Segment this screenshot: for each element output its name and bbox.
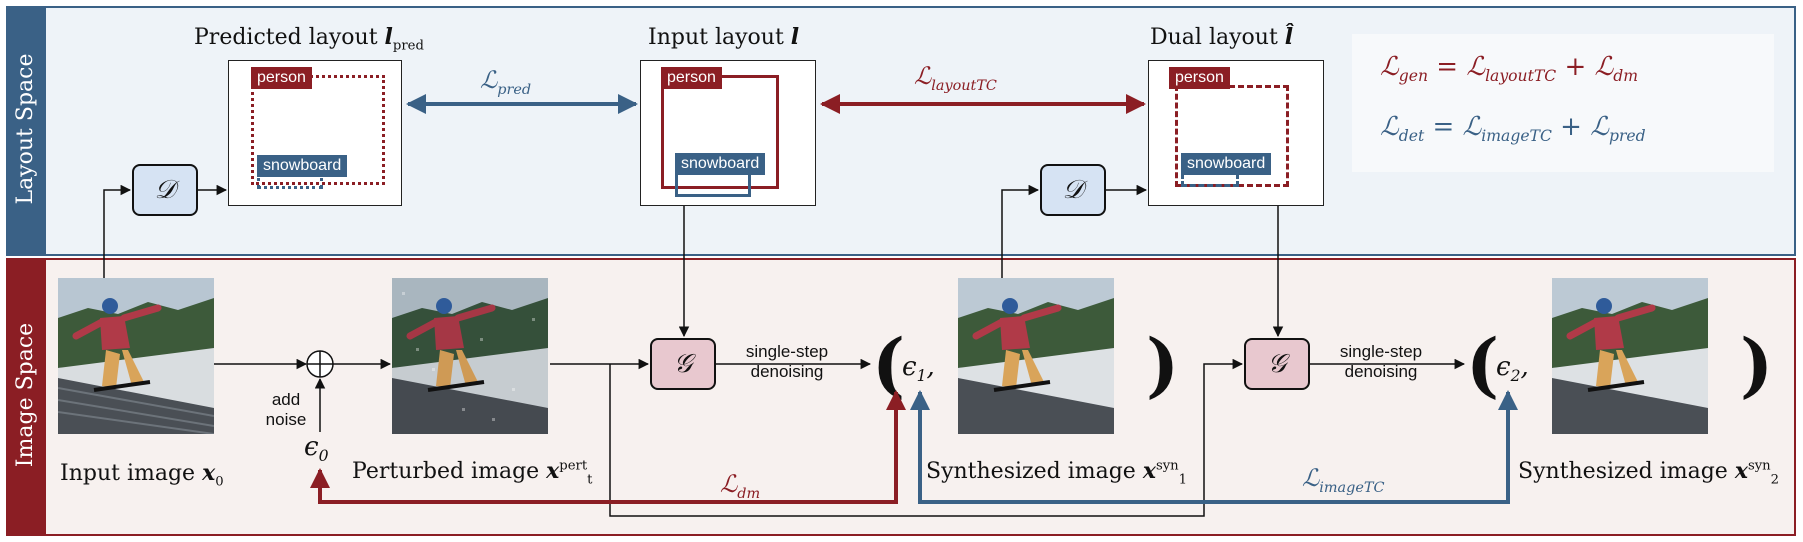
det-lhs-sub: det [1398, 127, 1425, 146]
dual-layout-symbol: l̂ [1284, 24, 1294, 50]
loss-legend: ℒgen = ℒlayoutTC + ℒdm ℒdet = ℒimageTC +… [1352, 34, 1774, 172]
predicted-person-tag: person [251, 67, 312, 89]
det-b: ℒ [1590, 112, 1609, 142]
open-paren-1: ( [872, 323, 906, 406]
syn1-sub: 1 [1178, 472, 1188, 488]
det-b-sub: pred [1608, 127, 1646, 146]
syn1-caption-text: Synthesized image [926, 459, 1143, 484]
epsilon-1-sub: 1 [916, 367, 927, 386]
syn2-caption-text: Synthesized image [1518, 459, 1735, 484]
loss-layouttc-symbol: ℒ [914, 62, 932, 90]
gen-lhs-sub: gen [1398, 67, 1428, 86]
generator-module-1: 𝒢 [650, 338, 716, 390]
generator-module-2: 𝒢 [1244, 338, 1310, 390]
input-image-caption: Input image x0 [60, 460, 224, 489]
gen-plus: + [1556, 52, 1595, 82]
input-image-symbol: x [202, 460, 216, 486]
gen-eq: = [1428, 52, 1467, 82]
loss-dm-path [310, 390, 906, 504]
det-plus: + [1551, 112, 1591, 142]
loss-pred-symbol: ℒ [480, 66, 498, 94]
det-eq: = [1424, 112, 1463, 142]
det-a: ℒ [1462, 112, 1482, 142]
syn2-sub: 2 [1770, 472, 1780, 488]
predicted-person-box [251, 75, 385, 185]
snowboarder-illustration-3 [1552, 278, 1708, 434]
input-layout-title: Input layout l [648, 24, 799, 50]
synthesized-image-1-caption: Synthesized image xsyn1 [926, 458, 1187, 487]
dual-layout-title: Dual layout l̂ [1150, 24, 1293, 50]
dual-layout-panel: person snowboard [1148, 60, 1324, 206]
input-to-discriminator-line [103, 184, 132, 278]
gen-a-sub: layoutTC [1485, 67, 1557, 86]
predicted-layout-title: Predicted layout lpred [194, 24, 424, 53]
denoise-label-2: single-step denoising [1339, 342, 1423, 381]
input-layout-symbol: l [790, 24, 800, 50]
synthesized-image-2-caption: Synthesized image xsyn2 [1518, 458, 1779, 487]
gen-b-sub: dm [1613, 67, 1639, 86]
gen-a: ℒ [1466, 52, 1486, 82]
denoise-label-1: single-step denoising [745, 342, 829, 381]
snowboarder-illustration-1 [58, 278, 214, 434]
close-paren-2: ) [1740, 323, 1774, 406]
epsilon-1-symbol: ϵ [902, 352, 917, 382]
close-paren-1: ) [1146, 323, 1180, 406]
input-person-tag: person [661, 67, 722, 89]
legend-det-equation: ℒdet = ℒimageTC + ℒpred [1380, 112, 1646, 145]
predicted-snowboard-tag: snowboard [257, 155, 348, 177]
syn2-sup: syn [1747, 458, 1771, 474]
perturbed-to-generator-2-line [609, 358, 1244, 517]
epsilon-2: ϵ2, [1496, 352, 1529, 385]
predicted-layout-title-text: Predicted layout [194, 25, 385, 50]
epsilon-2-symbol: ϵ [1496, 352, 1511, 382]
loss-dm-sub: dm [737, 485, 761, 502]
epsilon-2-comma: , [1520, 352, 1529, 382]
dual-layout-title-text: Dual layout [1150, 25, 1285, 50]
gen-b: ℒ [1594, 52, 1614, 82]
dual-person-tag: person [1169, 67, 1230, 89]
image-space-side: Image Space [6, 258, 46, 536]
loss-imagetc-symbol: ℒ [1302, 464, 1320, 492]
layout-space-side: Layout Space [6, 6, 46, 256]
loss-imagetc-path [910, 390, 1518, 504]
loss-pred-sub: pred [497, 81, 532, 98]
synthesized-image-2-photo [1552, 278, 1708, 434]
predicted-layout-sub: pred [392, 38, 424, 54]
syn1-sup: syn [1155, 458, 1179, 474]
loss-layouttc-label: ℒlayoutTC [914, 62, 997, 94]
predicted-layout-panel: person snowboard [228, 60, 402, 206]
epsilon-1: ϵ1, [902, 352, 935, 385]
input-layout-panel: person snowboard [640, 60, 816, 206]
gen-lhs: ℒ [1380, 52, 1399, 82]
loss-pred-label: ℒpred [480, 66, 531, 98]
det-a-sub: imageTC [1481, 127, 1552, 146]
syn2-symbol: x [1734, 458, 1748, 484]
input-image-sub: 0 [215, 474, 224, 490]
open-paren-2: ( [1466, 323, 1500, 406]
input-image-caption-text: Input image [60, 461, 203, 486]
syn1-symbol: x [1142, 458, 1156, 484]
input-image-photo [58, 278, 214, 434]
legend-gen-equation: ℒgen = ℒlayoutTC + ℒdm [1380, 52, 1638, 85]
loss-imagetc-label: ℒimageTC [1302, 464, 1384, 496]
loss-imagetc-sub: imageTC [1319, 479, 1385, 496]
dual-snowboard-tag: snowboard [1181, 153, 1272, 175]
input-snowboard-tag: snowboard [675, 153, 766, 175]
input-layout-title-text: Input layout [648, 25, 791, 50]
loss-layouttc-sub: layoutTC [931, 77, 997, 94]
discriminator-module-1: 𝒟 [132, 164, 198, 216]
epsilon-1-comma: , [926, 352, 935, 382]
discriminator-module-2: 𝒟 [1040, 164, 1106, 216]
predicted-layout-symbol: l [384, 24, 393, 50]
epsilon-2-sub: 2 [1510, 367, 1521, 386]
add-noise-label: add noise [265, 390, 307, 429]
det-lhs: ℒ [1380, 112, 1399, 142]
synthesized-to-discriminator-line [1001, 184, 1040, 278]
